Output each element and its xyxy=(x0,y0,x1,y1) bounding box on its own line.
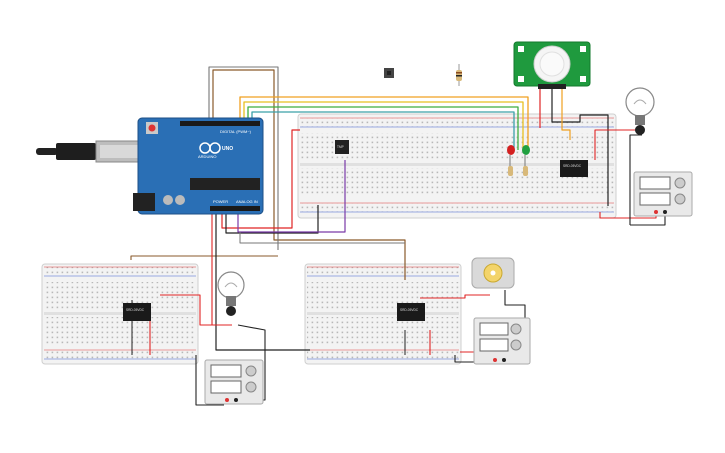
digital-header-label: DIGITAL (PWM~) xyxy=(220,129,252,134)
breadboard-main[interactable] xyxy=(297,113,617,219)
relay-main-label: SRD-05VDC xyxy=(563,164,582,168)
power-supply-right[interactable] xyxy=(633,171,693,217)
power-jack xyxy=(133,193,155,211)
temperature-chip-label: TMP xyxy=(337,145,344,149)
dc-motor[interactable] xyxy=(471,257,515,289)
led-green[interactable] xyxy=(522,145,530,176)
breadboard-middle[interactable] xyxy=(304,263,462,365)
relay-main[interactable]: SRD-05VDC xyxy=(560,160,588,177)
relay-middle[interactable]: SRD-05VDC xyxy=(397,303,425,321)
light-bulb-right[interactable] xyxy=(625,87,655,135)
resistor-top xyxy=(456,64,462,86)
atmega-chip xyxy=(190,178,260,190)
temperature-chip[interactable]: TMP xyxy=(335,140,349,154)
arduino-uno[interactable]: UNO ARDUINO DIGITAL (PWM~) POWER ANALOG … xyxy=(133,117,264,215)
relay-left[interactable]: SRD-05VDC xyxy=(123,303,151,321)
analog-header-label: ANALOG IN xyxy=(236,199,258,204)
relay-left-label: SRD-05VDC xyxy=(126,308,145,312)
led-red[interactable] xyxy=(507,145,515,176)
relay-middle-label: SRD-05VDC xyxy=(400,308,419,312)
arduino-brand-label: ARDUINO xyxy=(198,154,216,159)
light-bulb-left[interactable] xyxy=(217,271,245,316)
power-supply-middle[interactable] xyxy=(473,317,531,365)
pir-sensor[interactable] xyxy=(513,41,591,89)
power-analog-header xyxy=(210,206,260,211)
wires xyxy=(130,66,666,406)
digital-header xyxy=(180,121,260,126)
pushbutton[interactable] xyxy=(384,68,394,78)
usb-cable[interactable] xyxy=(36,140,145,163)
breadboard-left[interactable] xyxy=(41,263,199,365)
arduino-model-label: UNO xyxy=(222,146,233,152)
power-header-label: POWER xyxy=(213,199,228,204)
power-supply-left[interactable] xyxy=(204,359,264,405)
